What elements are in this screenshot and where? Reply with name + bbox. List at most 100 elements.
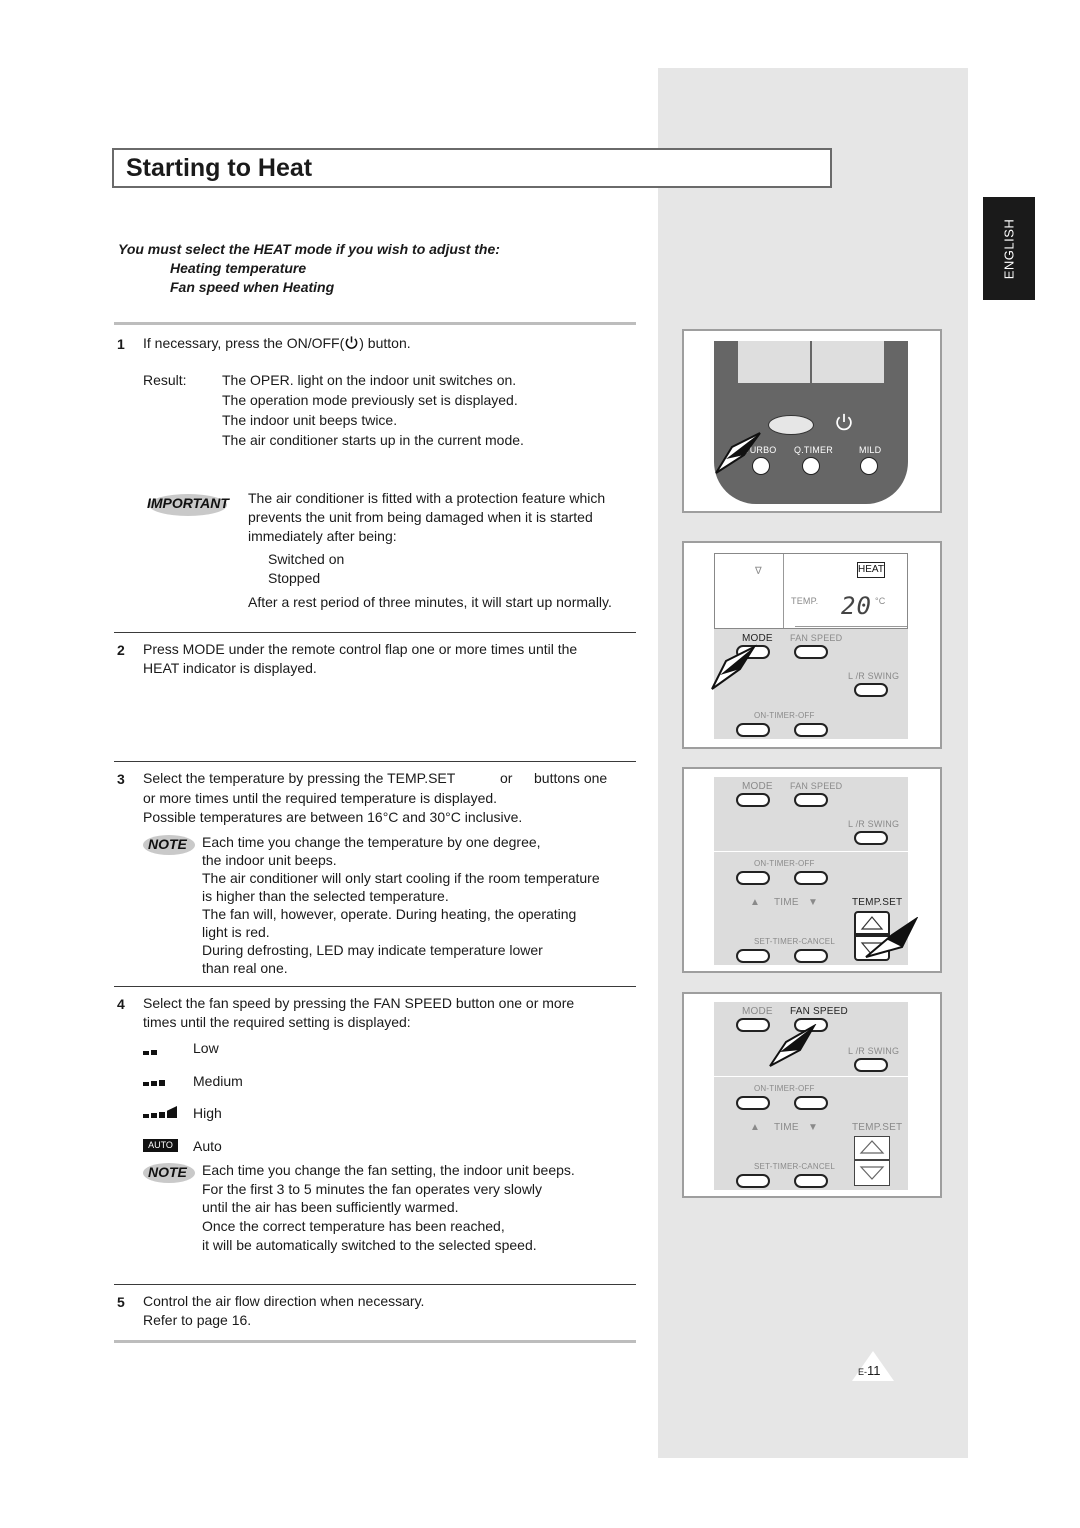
- antenna-icon: ∇: [755, 566, 762, 577]
- timer-off-button[interactable]: [794, 871, 828, 885]
- mode-button[interactable]: [736, 793, 770, 807]
- note-badge: NOTE: [143, 835, 199, 855]
- turbo-label: TURBO: [744, 445, 777, 455]
- remote-illustration-fanspeed: MODE FAN SPEED L /R SWING ON-TIMER-OFF ▲…: [682, 992, 942, 1198]
- step-3-line-end: buttons one: [534, 770, 608, 786]
- heat-indicator: HEAT: [857, 562, 885, 578]
- remote-display: ∇ HEAT TEMP. 20 °C: [714, 553, 908, 629]
- note-line: light is red.: [202, 924, 270, 940]
- timer-off-button[interactable]: [794, 1096, 828, 1110]
- step-1-text-b: ) button.: [359, 335, 411, 351]
- step-number: 1: [117, 336, 125, 352]
- page-prefix: E-: [858, 1367, 867, 1377]
- step-2-line: HEAT indicator is displayed.: [143, 660, 317, 676]
- remote-buttons-area: MODE FAN SPEED L /R SWING ON-TIMER-OFF: [711, 629, 908, 739]
- result-line: The operation mode previously set is dis…: [222, 392, 518, 408]
- note-label: NOTE: [148, 836, 187, 852]
- remote-body: TURBO Q.TIMER MILD: [714, 341, 908, 504]
- set-button[interactable]: [736, 1174, 770, 1188]
- mild-button[interactable]: [860, 457, 878, 475]
- note-line: the indoor unit beeps.: [202, 852, 337, 868]
- step-number: 2: [117, 642, 125, 658]
- note-line: The fan will, however, operate. During h…: [202, 906, 577, 922]
- lr-swing-button[interactable]: [854, 683, 888, 697]
- note-line: For the first 3 to 5 minutes the fan ope…: [202, 1181, 543, 1197]
- mode-label: MODE: [742, 781, 773, 792]
- mode-button[interactable]: [736, 1018, 770, 1032]
- temp-down-button[interactable]: [854, 1160, 890, 1186]
- result-label: Result:: [143, 372, 187, 388]
- set-button[interactable]: [736, 949, 770, 963]
- step-5-line: Refer to page 16.: [143, 1312, 252, 1328]
- timer-off-button[interactable]: [794, 723, 828, 737]
- step-3-line: or more times until the required tempera…: [143, 790, 498, 806]
- step-number: 4: [117, 996, 125, 1012]
- result-line: The OPER. light on the indoor unit switc…: [222, 372, 517, 388]
- important-line: immediately after being:: [248, 528, 397, 544]
- step-5-line: Control the air flow direction when nece…: [143, 1293, 425, 1309]
- note-line: The air conditioner will only start cool…: [202, 870, 600, 886]
- pointer-arrow-icon: [865, 917, 918, 958]
- language-label: ENGLISH: [1001, 218, 1017, 279]
- step-number: 5: [117, 1294, 125, 1310]
- page-title: Starting to Heat: [126, 154, 313, 182]
- fan-speed-label: FAN SPEED: [790, 1006, 848, 1017]
- important-line: prevents the unit from being damaged whe…: [248, 509, 593, 525]
- result-line: The indoor unit beeps twice.: [222, 412, 398, 428]
- fan-speed-label: FAN SPEED: [790, 633, 843, 643]
- temp-up-button[interactable]: [854, 911, 890, 935]
- divider: [114, 761, 636, 762]
- page-number: E-11: [852, 1351, 894, 1381]
- sidebar-panel: [658, 68, 968, 1458]
- time-down-icon: ▼: [808, 1122, 819, 1133]
- step-4-line: Select the fan speed by pressing the FAN…: [143, 995, 575, 1011]
- divider: [114, 632, 636, 633]
- fan-speed-button[interactable]: [794, 645, 828, 659]
- lr-swing-label: L /R SWING: [848, 671, 900, 681]
- celsius-unit: °C: [875, 596, 886, 606]
- note-badge: NOTE: [143, 1163, 199, 1183]
- on-timer-off-label: ON-TIMER-OFF: [754, 711, 815, 720]
- divider: [114, 322, 636, 325]
- language-tab: ENGLISH: [983, 197, 1035, 300]
- remote-illustration-power: TURBO Q.TIMER MILD: [682, 329, 942, 513]
- temp-up-button[interactable]: [854, 1136, 890, 1160]
- pointer-arrow-icon: [711, 644, 757, 690]
- on-timer-off-label: ON-TIMER-OFF: [754, 1084, 815, 1093]
- timer-on-button[interactable]: [736, 723, 770, 737]
- power-icon: [345, 336, 358, 349]
- fan-speed-button[interactable]: [794, 793, 828, 807]
- turbo-button[interactable]: [752, 457, 770, 475]
- power-button[interactable]: [768, 415, 814, 435]
- fan-high-icon: [143, 1104, 179, 1118]
- timer-on-button[interactable]: [736, 871, 770, 885]
- step-2-line: Press MODE under the remote control flap…: [143, 641, 578, 657]
- lr-swing-button[interactable]: [854, 831, 888, 845]
- pointer-arrow-icon: [715, 432, 761, 474]
- important-badge: IMPORTANT: [143, 491, 241, 517]
- divider: [114, 1340, 636, 1343]
- note-label: NOTE: [148, 1164, 187, 1180]
- cancel-button[interactable]: [794, 1174, 828, 1188]
- qtimer-button[interactable]: [802, 457, 820, 475]
- important-item: Switched on: [268, 551, 345, 567]
- lr-swing-button[interactable]: [854, 1058, 888, 1072]
- step-3-line: Possible temperatures are between 16°C a…: [143, 809, 523, 825]
- divider: [114, 1284, 636, 1285]
- lr-swing-label: L /R SWING: [848, 819, 900, 829]
- time-up-icon: ▲: [750, 1122, 761, 1133]
- important-footer: After a rest period of three minutes, it…: [248, 594, 612, 610]
- fan-low-icon: [143, 1043, 163, 1055]
- important-label: IMPORTANT: [147, 495, 229, 511]
- note-line: During defrosting, LED may indicate temp…: [202, 942, 543, 958]
- auto-badge: AUTO: [143, 1139, 178, 1152]
- pointer-arrow-icon: [769, 1024, 817, 1067]
- important-line: The air conditioner is fitted with a pro…: [248, 490, 606, 506]
- step-3-line: Select the temperature by pressing the T…: [143, 770, 456, 786]
- page-value: 11: [867, 1363, 881, 1378]
- mild-label: MILD: [859, 445, 882, 455]
- temperature-readout: 20: [841, 592, 872, 620]
- timer-on-button[interactable]: [736, 1096, 770, 1110]
- remote-illustration-tempset: MODE FAN SPEED L /R SWING ON-TIMER-OFF ▲…: [682, 767, 942, 973]
- cancel-button[interactable]: [794, 949, 828, 963]
